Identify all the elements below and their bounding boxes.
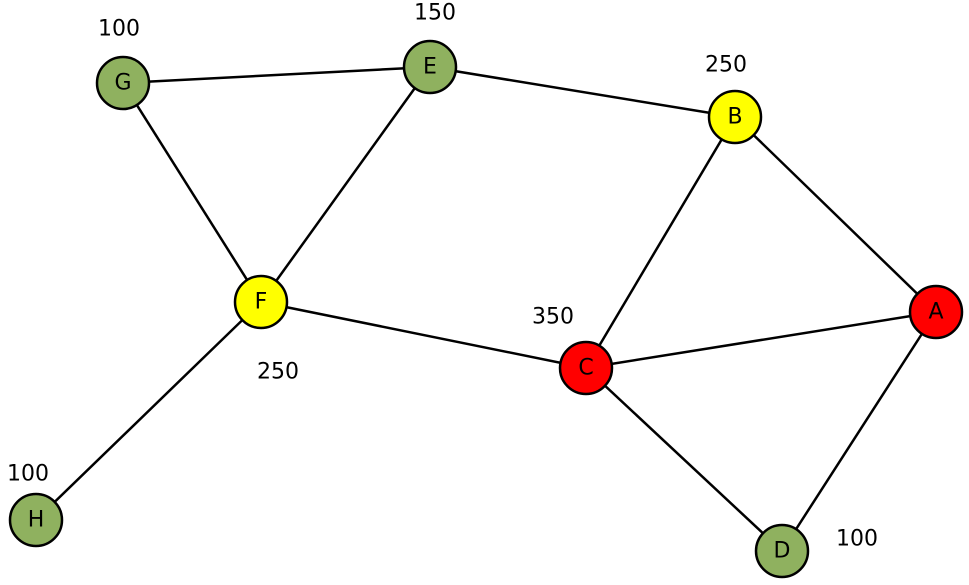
edge-e-b — [429, 65, 736, 119]
node-circle-a — [908, 284, 964, 340]
node-circle-e — [402, 39, 458, 95]
node-f: F — [233, 274, 289, 330]
node-circle-h — [8, 492, 64, 548]
edge-c-a — [585, 310, 937, 370]
edge-g-f — [121, 82, 263, 303]
node-a: A — [908, 284, 964, 340]
edge-c-d — [585, 367, 783, 552]
edge-b-a — [734, 116, 937, 313]
value-label-c: 350 — [532, 305, 574, 330]
node-circle-c — [558, 340, 614, 396]
value-label-f: 250 — [257, 360, 299, 385]
edge-g-e — [122, 65, 431, 85]
node-h: H — [8, 492, 64, 548]
node-circle-f — [233, 274, 289, 330]
edge-f-c — [260, 300, 587, 370]
node-label-a: A — [928, 300, 943, 325]
value-label-layer: 250 350 100 150 250 100 100 — [7, 1, 878, 552]
node-circle-d — [754, 523, 810, 579]
value-label-g: 100 — [98, 17, 140, 42]
node-label-b: B — [727, 105, 742, 130]
edge-f-h — [35, 301, 262, 521]
node-e: E — [402, 39, 458, 95]
node-label-d: D — [774, 539, 791, 564]
edge-b-c — [584, 116, 737, 369]
node-circle-b — [707, 89, 763, 145]
node-label-f: F — [255, 290, 268, 315]
edge-a-d — [780, 311, 938, 552]
node-g: G — [95, 55, 151, 111]
edge-layer — [35, 65, 938, 552]
node-circle-g — [95, 55, 151, 111]
edge-e-f — [259, 66, 432, 303]
value-label-e: 150 — [414, 1, 456, 26]
node-label-e: E — [423, 55, 437, 80]
node-label-g: G — [114, 71, 131, 96]
node-b: B — [707, 89, 763, 145]
value-label-d: 100 — [836, 527, 878, 552]
node-layer: A B C D E F G H — [8, 39, 964, 579]
node-c: C — [558, 340, 614, 396]
node-label-c: C — [578, 356, 593, 381]
node-d: D — [754, 523, 810, 579]
value-label-h: 100 — [7, 462, 49, 487]
node-label-h: H — [28, 508, 45, 533]
value-label-b: 250 — [705, 53, 747, 78]
